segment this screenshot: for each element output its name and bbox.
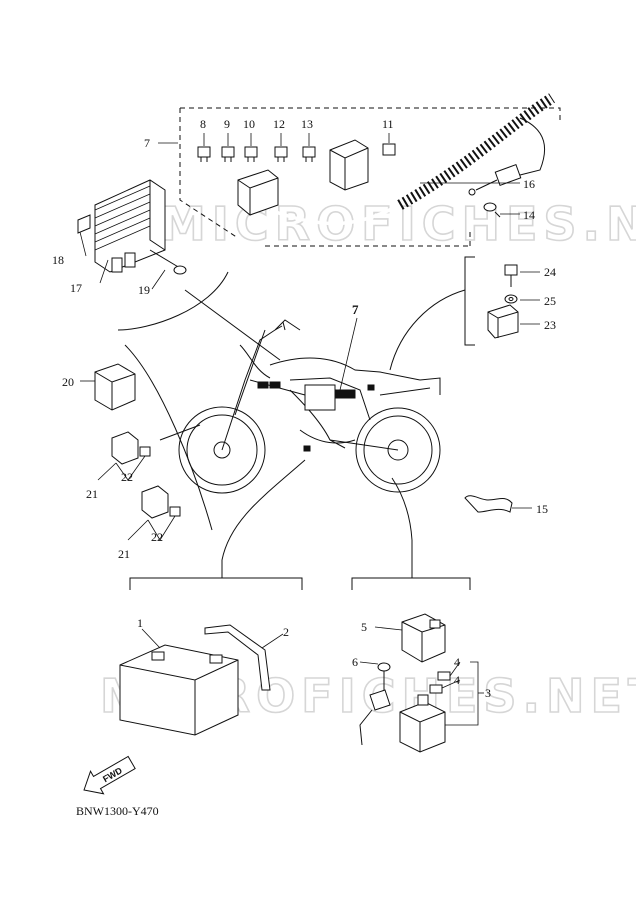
motorcycle-icon: [178, 319, 441, 494]
relay-holder-icon: [487, 264, 519, 339]
fuse-holder-icon: [111, 431, 181, 519]
callout-7-bike: 7: [352, 302, 359, 317]
callout-24: 24: [544, 265, 556, 279]
callout-22a: 22: [121, 470, 133, 484]
clamp-icon: [464, 495, 532, 513]
callout-21a: 21: [86, 487, 98, 501]
fwd-arrow-icon: FWD: [83, 755, 136, 795]
callout-15: 15: [536, 502, 548, 516]
battery-band-icon: [204, 624, 271, 691]
fuse-box-icon: [237, 139, 369, 216]
callout-21b: 21: [118, 547, 130, 561]
callout-19: 19: [138, 283, 150, 297]
callout-12: 12: [273, 117, 285, 131]
relay-icon: [94, 363, 136, 411]
callout-16: 16: [523, 177, 535, 191]
wire-harness-icon: [269, 93, 555, 226]
battery-icon: [119, 644, 239, 736]
callout-7: 7: [144, 136, 150, 150]
starter-relay-icon: [359, 613, 451, 753]
callout-3: 3: [485, 686, 491, 700]
callout-1: 1: [137, 616, 143, 630]
callout-17: 17: [70, 281, 82, 295]
callout-9: 9: [224, 117, 230, 131]
callout-8: 8: [200, 117, 206, 131]
diagram-code: BNW1300-Y470: [76, 804, 159, 818]
rectifier-regulator-icon: [94, 179, 166, 273]
screw-icon: [483, 202, 501, 218]
callout-13: 13: [301, 117, 313, 131]
callout-25: 25: [544, 294, 556, 308]
callout-4b: 4: [454, 673, 460, 687]
callout-11: 11: [382, 117, 394, 131]
callout-10: 10: [243, 117, 255, 131]
callout-22b: 22: [151, 530, 163, 544]
callout-4a: 4: [454, 655, 460, 669]
callout-14: 14: [523, 208, 535, 222]
callout-18: 18: [52, 253, 64, 267]
callout-5: 5: [361, 620, 367, 634]
callout-23: 23: [544, 318, 556, 332]
bracket-icon: [77, 214, 91, 234]
fuse-icon: [197, 143, 396, 162]
callout-6: 6: [352, 655, 358, 669]
group-box-dashed: [179, 107, 561, 247]
bolt-icon: [149, 249, 187, 275]
callout-2: 2: [283, 625, 289, 639]
callout-20: 20: [62, 375, 74, 389]
